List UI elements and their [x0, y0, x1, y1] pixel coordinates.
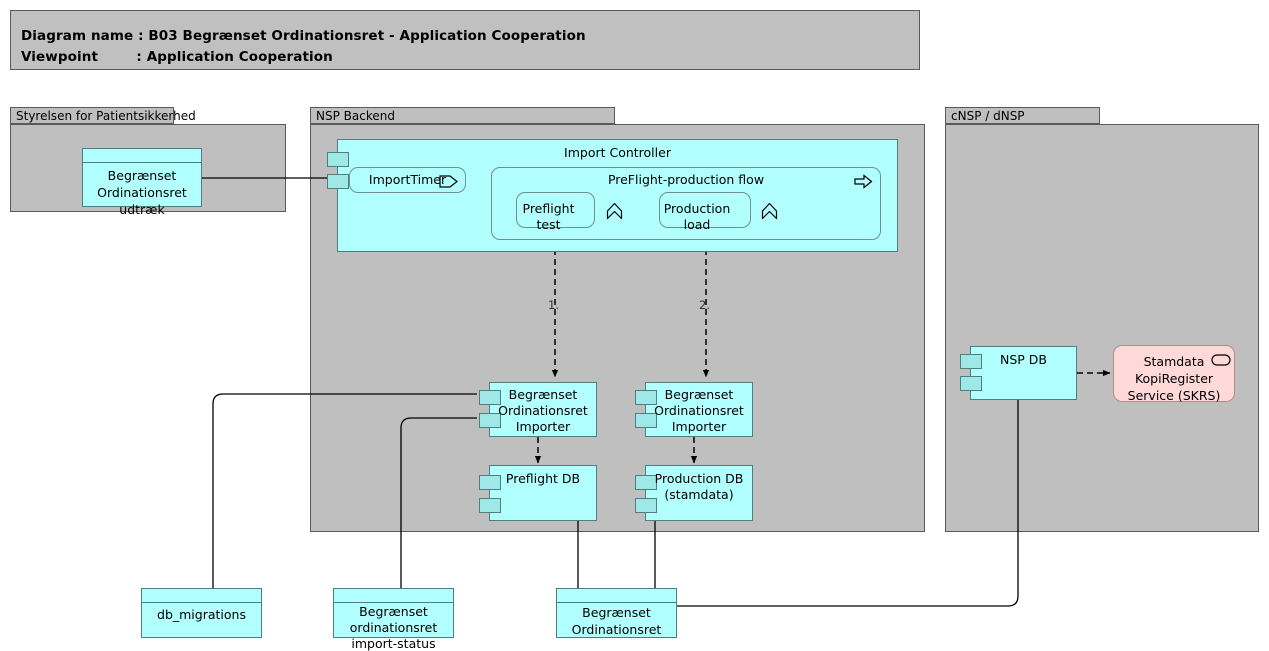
- application-component-nsp-db[interactable]: NSP DB: [960, 346, 1077, 400]
- component-lug-bottom: [960, 376, 982, 391]
- data-object-divider: [142, 602, 261, 603]
- application-process-icon: [854, 174, 873, 189]
- data-object-divider: [334, 602, 453, 603]
- viewpoint-line: Viewpoint : Application Cooperation: [21, 49, 333, 65]
- group-tab: Styrelsen for Patientsikkerhed: [10, 107, 196, 124]
- application-process-preflight-production-flow[interactable]: PreFlight-production flow: [491, 167, 881, 240]
- node-label: PreFlight-production flow: [607, 172, 765, 187]
- data-object-begraenset-ordinationsret-udtraek[interactable]: Begrænset Ordinationsret udtræk: [82, 148, 202, 217]
- group-body: [945, 124, 1259, 532]
- component-lug-bottom: [327, 174, 349, 189]
- component-lug-top: [960, 354, 982, 369]
- group-tab: NSP Backend: [310, 107, 615, 124]
- application-component-importer-left[interactable]: Begrænset Ordinationsret Importer: [479, 382, 597, 437]
- node-label: Production load: [663, 201, 731, 232]
- node-label: Preflight DB: [505, 471, 581, 486]
- application-event-import-timer[interactable]: ImportTimer: [349, 167, 466, 193]
- group-label: NSP Backend: [316, 109, 395, 123]
- node-label: Stamdata KopiRegister Service (SKRS): [1127, 354, 1221, 403]
- application-service-icon: [1211, 354, 1231, 366]
- component-lug-top: [635, 390, 657, 405]
- data-object-divider: [557, 602, 676, 603]
- component-lug-bottom: [479, 498, 501, 513]
- data-object-db-migrations[interactable]: db_migrations: [141, 588, 262, 638]
- node-label: Import Controller: [564, 145, 671, 160]
- application-component-preflight-db[interactable]: Preflight DB: [479, 465, 597, 521]
- application-component-production-db[interactable]: Production DB (stamdata): [635, 465, 753, 521]
- component-lug-bottom: [635, 413, 657, 428]
- group-label: cNSP / dNSP: [951, 109, 1025, 123]
- application-component-importer-right[interactable]: Begrænset Ordinationsret Importer: [635, 382, 753, 437]
- node-label: db_migrations: [157, 607, 246, 622]
- component-lug-bottom: [479, 413, 501, 428]
- node-label: NSP DB: [1000, 352, 1047, 367]
- data-object-import-status[interactable]: Begrænset ordinationsret import-status: [333, 588, 454, 651]
- diagram-title-block: Diagram name : B03 Begrænset Ordinations…: [10, 10, 920, 70]
- diagram-name-line: Diagram name : B03 Begrænset Ordinations…: [21, 28, 586, 44]
- group-cnsp-dnsp: cNSP / dNSP: [945, 107, 1259, 532]
- application-function-icon: [761, 202, 778, 220]
- application-function-icon: [606, 202, 623, 220]
- group-tab: cNSP / dNSP: [945, 107, 1100, 124]
- component-lug-top: [479, 390, 501, 405]
- application-service-skrs[interactable]: Stamdata KopiRegister Service (SKRS): [1113, 345, 1235, 403]
- group-label: Styrelsen for Patientsikkerhed: [16, 109, 196, 123]
- component-lug-bottom: [635, 498, 657, 513]
- node-label: Begrænset ordinationsret import-status: [349, 604, 438, 651]
- node-label: Preflight test: [522, 201, 575, 232]
- application-function-preflight-test[interactable]: Preflight test: [516, 192, 623, 232]
- application-function-production-load[interactable]: Production load: [659, 192, 778, 232]
- node-label: Begrænset Ordinationsret: [571, 605, 662, 637]
- data-object-begraenset-ordinationsret[interactable]: Begrænset Ordinationsret: [556, 588, 677, 638]
- component-lug-top: [479, 475, 501, 490]
- application-component-import-controller[interactable]: Import Controller: [327, 139, 898, 252]
- component-lug-top: [327, 152, 349, 167]
- node-label: ImportTimer: [368, 172, 447, 187]
- node-label: Begrænset Ordinationsret udtræk: [97, 168, 187, 217]
- node-label: Production DB (stamdata): [654, 471, 744, 502]
- component-lug-top: [635, 475, 657, 490]
- data-object-divider: [83, 162, 201, 163]
- application-event-icon: [439, 175, 458, 188]
- node-label: Begrænset Ordinationsret Importer: [654, 387, 744, 434]
- node-label: Begrænset Ordinationsret Importer: [498, 387, 588, 434]
